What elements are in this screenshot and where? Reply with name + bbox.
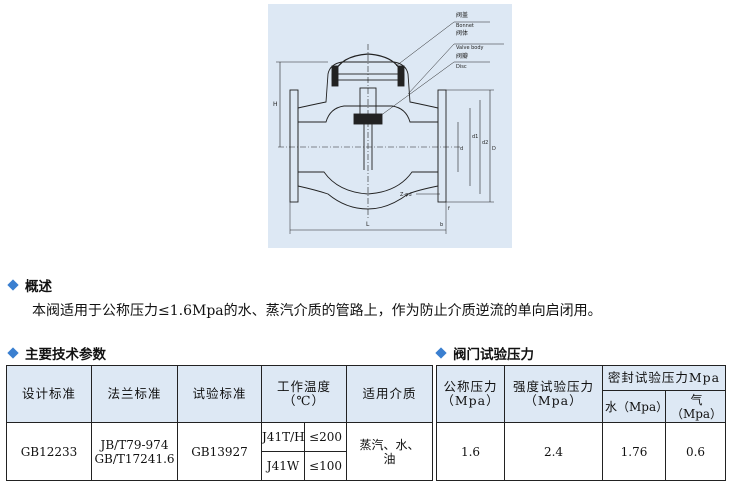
label-disc-cn: 阀瓣 [456,52,468,60]
cell-flange-standard: JB/T79-974 GB/T17241.6 [91,422,178,481]
dim-label-d: d [460,146,463,152]
specs-data-row-2: J41W ≤100 [7,451,433,481]
specs-title: 主要技术参数 [25,347,106,363]
header-working-temp: 工作温度 （℃） [260,365,348,423]
leader-bonnet [395,21,455,67]
leader-disc [379,61,455,117]
dim-label-D: D [492,146,496,152]
cell-seal-water: 1.76 [602,422,666,481]
dim-label-b: b [440,222,443,228]
pressure-data-row: 1.6 2.4 1.76 0.6 [436,422,727,481]
bonnet-cover [333,53,403,75]
overview-title: 概述 [25,279,52,295]
pressure-header-row: 公称压力 （Mpa） 强度试验压力 （Mpa） 密封试验压力Mpa [436,365,727,423]
header-flange-standard: 法兰标准 [91,365,178,423]
valve-body-outline [297,61,439,210]
cell-flange-standard-line1: JB/T79-974 [100,437,169,452]
inner-bore-top [298,105,438,123]
cell-test-standard: GB13927 [177,422,262,481]
valve-cross-section-svg: 阀盖 Bonnet 阀体 Valve body 阀瓣 Disc H L Z-φd… [273,11,504,234]
cell-medium-line1: 蒸汽、水、 [359,437,420,452]
cell-flange-standard-line2: GB/T17241.6 [94,451,175,466]
label-body-en: Valve body [456,45,484,51]
diamond-bullet-icon [7,279,19,291]
header-nominal-pressure: 公称压力 （Mpa） [436,365,505,423]
header-medium: 适用介质 [346,365,434,423]
header-strength-line2: （Mpa） [524,393,583,408]
bonnet-bolt-right [397,65,405,87]
cell-temp-model-2: J41W [261,451,305,481]
cell-medium-line2: 油 [383,451,396,466]
header-seal-gas: 气（Mpa） [664,390,727,423]
pressure-title: 阀门试验压力 [453,347,534,363]
overview-text: 本阀适用于公称压力≤1.6Mpa的水、蒸汽介质的管路上，作为防止介质逆流的单向启… [32,303,602,319]
header-nominal-line2: （Mpa） [441,393,500,408]
overview-heading: 概述 [6,275,52,295]
pressure-table: 公称压力 （Mpa） 强度试验压力 （Mpa） 密封试验压力Mpa 水（Mpa）… [436,365,727,481]
label-bonnet-cn: 阀盖 [456,11,468,19]
header-working-temp-line1: 工作温度 [277,379,332,394]
label-disc-en: Disc [456,64,467,70]
leader-body [407,43,455,95]
pressure-subheader-row: 水（Mpa） 气（Mpa） [437,390,727,423]
dim-label-bolt: Z-φd [400,192,412,198]
cell-nominal-pressure: 1.6 [436,422,505,481]
header-working-temp-line2: （℃） [283,393,325,408]
diamond-bullet-icon [435,347,447,359]
valve-drawing: 阀盖 Bonnet 阀体 Valve body 阀瓣 Disc H L Z-φd… [268,4,512,248]
label-body-cn: 阀体 [456,29,468,37]
specs-data-row: GB12233 JB/T79-974 GB/T17241.6 GB13927 J… [6,422,434,481]
header-seal-water: 水（Mpa） [602,390,668,423]
cell-temp-value-2: ≤100 [303,451,348,481]
inner-bore-bottom [298,171,438,195]
dim-label-h: H [273,101,278,108]
right-flange [437,89,447,203]
header-strength-pressure: 强度试验压力 （Mpa） [504,365,603,423]
header-test-standard: 试验标准 [177,365,262,423]
cell-temp-model-1: J41T/H [261,422,305,452]
label-bonnet-en: Bonnet [456,23,474,29]
dim-label-f: f [448,206,450,212]
header-nominal-line1: 公称压力 [443,379,498,394]
bonnet-bolt-left [331,65,339,87]
cell-medium: 蒸汽、水、 油 [346,422,434,481]
dim-label-d1: d1 [472,134,478,140]
cell-strength-pressure: 2.4 [504,422,603,481]
diamond-bullet-icon [7,347,19,359]
pressure-heading: 阀门试验压力 [434,343,534,363]
specs-table: 设计标准 法兰标准 试验标准 工作温度 （℃） 适用介质 GB12233 JB/… [6,365,434,481]
header-design-standard: 设计标准 [6,365,92,423]
header-seal-pressure: 密封试验压力Mpa [601,365,727,391]
dim-label-d2: d2 [482,140,488,146]
left-flange [289,89,299,203]
cell-design-standard: GB12233 [6,422,92,481]
header-strength-line1: 强度试验压力 [512,379,594,394]
cell-seal-gas: 0.6 [664,422,727,481]
cell-temp-value-1: ≤200 [303,422,348,452]
specs-heading: 主要技术参数 [6,343,106,363]
specs-header-row: 设计标准 法兰标准 试验标准 工作温度 （℃） 适用介质 [6,365,434,423]
dim-label-l: L [366,221,370,228]
